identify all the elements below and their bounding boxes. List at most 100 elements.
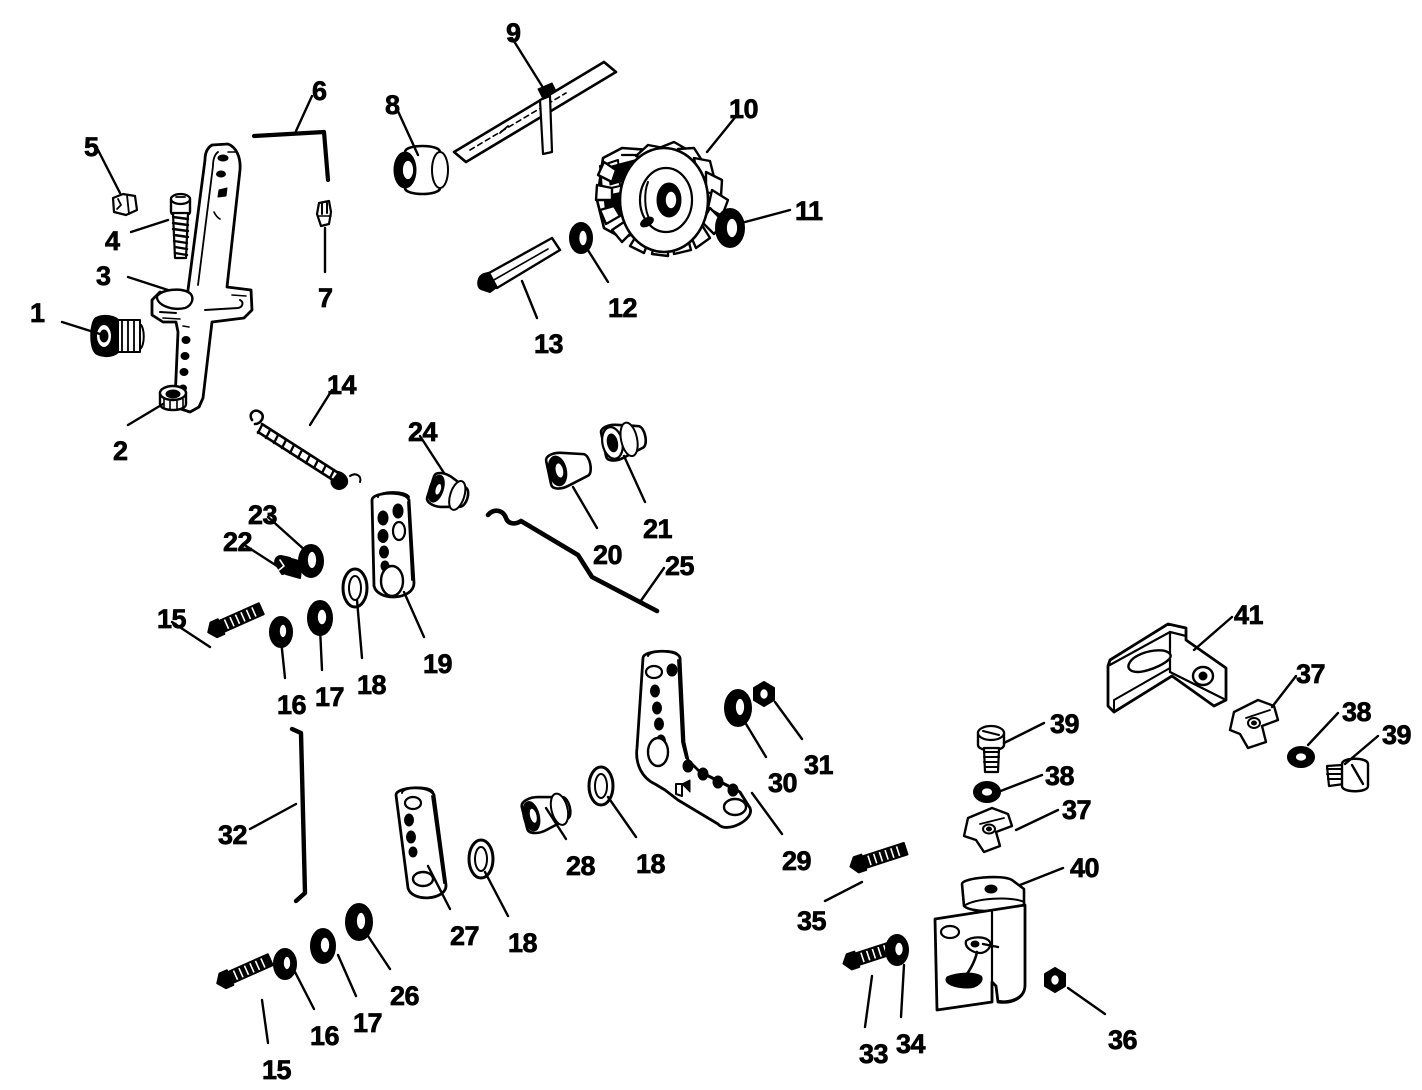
part-31-hex-nut <box>753 681 775 707</box>
part-32-long-wire-rod <box>289 726 308 904</box>
callout-number-bevel-gear: 10 <box>729 94 759 124</box>
leader-line-flat-washer <box>364 931 392 971</box>
callout-number-lock-washer: 12 <box>608 293 638 323</box>
callout-number-long-wire-rod: 32 <box>218 820 248 850</box>
part-37-cable-clamp-clip-left <box>962 806 1014 854</box>
leader-line-flanged-head-screw <box>60 320 102 336</box>
leader-line-cable-clamp-clip <box>1270 674 1298 709</box>
callout-number-flat-washer: 17 <box>353 1008 383 1038</box>
leader-line-lock-nut <box>126 402 165 427</box>
leader-line-flat-washer <box>741 717 768 759</box>
callout-number-spacer-bushing: 5 <box>84 132 100 162</box>
part-23-lock-washer <box>298 544 324 578</box>
callout-number-mounting-bracket: 40 <box>1070 853 1100 883</box>
part-13-long-bolt <box>477 236 562 293</box>
part-21-bushing <box>599 421 648 462</box>
callout-number-bushing: 8 <box>385 90 401 120</box>
leader-line-hex-bolt <box>170 620 212 649</box>
leader-line-lock-washer <box>584 245 610 284</box>
part-19-link-plate <box>370 491 416 599</box>
leader-lines <box>60 36 1380 1045</box>
leader-line-slotted-screw <box>1343 734 1380 766</box>
leader-line-link-plate <box>402 590 426 639</box>
leader-line-lock-washer <box>293 970 316 1011</box>
part-20-bushing <box>543 445 596 492</box>
leader-line-extension-spring <box>308 388 334 427</box>
callout-number-shoulder-screw: 22 <box>223 527 253 557</box>
leader-line-angle-bracket <box>1192 615 1234 652</box>
leader-line-connecting-rod <box>638 566 666 604</box>
leader-line-bell-crank <box>750 791 784 836</box>
callout-number-bushing-sleeve: 24 <box>408 417 438 447</box>
leader-line-slotted-screw <box>1002 721 1046 745</box>
leader-line-nylon-washer <box>606 795 638 839</box>
callout-number-angle-bracket: 41 <box>1234 600 1264 630</box>
callout-number-socket-head-cap-screw: 4 <box>105 226 121 256</box>
leader-line-cross-shaft <box>510 36 544 88</box>
callout-number-flat-washer: 26 <box>390 981 420 1011</box>
leader-line-nylon-washer <box>483 870 510 918</box>
callout-number-link-plate: 19 <box>423 649 453 679</box>
part-9-cross-shaft <box>452 60 618 164</box>
callout-number-lock-washer: 23 <box>248 500 278 530</box>
part-3-throttle-lever-arm <box>150 142 254 414</box>
leader-line-throttle-lever-arm <box>126 275 170 292</box>
part-18-nylon-washer-upper <box>341 567 369 609</box>
callout-number-cross-shaft: 9 <box>506 18 522 48</box>
callout-number-retainer-clip: 7 <box>318 283 334 313</box>
part-16-lock-washer-upper <box>269 616 293 648</box>
part-26-flat-washer <box>345 903 373 941</box>
callout-number-hex-bolt: 33 <box>859 1039 889 1069</box>
callout-number-nylon-washer: 18 <box>357 670 387 700</box>
part-11-flat-washer <box>715 208 745 248</box>
leader-line-bevel-gear <box>705 113 739 154</box>
part-40-mounting-bracket <box>933 875 1027 1012</box>
callout-number-hex-bolt: 15 <box>262 1055 292 1085</box>
part-15-hex-bolt-upper <box>204 600 266 641</box>
callout-number-bushing: 20 <box>593 540 623 570</box>
leader-line-lock-washer <box>266 515 309 554</box>
part-41-angle-bracket <box>1106 622 1228 714</box>
part-34-flat-washer <box>885 934 909 966</box>
part-36-hex-nut <box>1044 967 1066 993</box>
leader-line-hex-bolt <box>260 998 270 1045</box>
part-29-bell-crank <box>635 649 752 829</box>
part-35-hex-bolt <box>847 840 910 876</box>
callout-number-throttle-lever-arm: 3 <box>96 261 112 291</box>
leader-line-lock-washer <box>279 638 287 680</box>
part-27-link-arm <box>394 786 448 900</box>
part-18-nylon-washer-lower <box>467 838 495 880</box>
part-8-bushing <box>393 144 449 196</box>
part-25-connecting-rod <box>485 508 660 614</box>
leader-line-flat-washer <box>899 963 906 1019</box>
callout-number-hex-nut: 36 <box>1108 1025 1138 1055</box>
part-12-lock-washer <box>569 222 593 254</box>
callout-number-slotted-screw: 39 <box>1050 709 1080 739</box>
part-39-slotted-screw-left <box>976 724 1006 774</box>
part-14-extension-spring <box>249 409 362 491</box>
leader-line-hex-bolt <box>863 974 874 1029</box>
callout-number-lock-nut: 2 <box>113 436 129 466</box>
part-17-flat-washer-lower <box>310 928 336 964</box>
callout-number-flat-washer: 34 <box>896 1029 926 1059</box>
part-6-bent-wire-rod <box>251 129 331 183</box>
callout-number-connecting-rod: 25 <box>665 551 695 581</box>
part-28-bushing-sleeve <box>520 792 572 835</box>
part-39-slotted-screw-right <box>1325 757 1370 793</box>
leader-line-mounting-bracket <box>1018 866 1065 887</box>
part-10-bevel-gear <box>594 140 730 258</box>
part-15-hex-bolt-lower <box>213 951 275 992</box>
part-16-lock-washer-lower <box>273 948 297 980</box>
callout-number-nylon-washer: 18 <box>636 849 666 879</box>
leader-line-hex-bolt <box>823 880 864 903</box>
callout-number-bushing: 21 <box>643 514 673 544</box>
callout-number-flat-washer: 30 <box>768 768 798 798</box>
callout-number-long-bolt: 13 <box>534 329 564 359</box>
leader-line-nylon-washer <box>355 598 364 660</box>
part-7-retainer-clip <box>315 199 333 228</box>
leader-line-socket-head-cap-screw <box>129 218 170 234</box>
part-4-socket-head-cap-screw <box>169 192 192 260</box>
part-22-shoulder-screw <box>274 555 303 579</box>
